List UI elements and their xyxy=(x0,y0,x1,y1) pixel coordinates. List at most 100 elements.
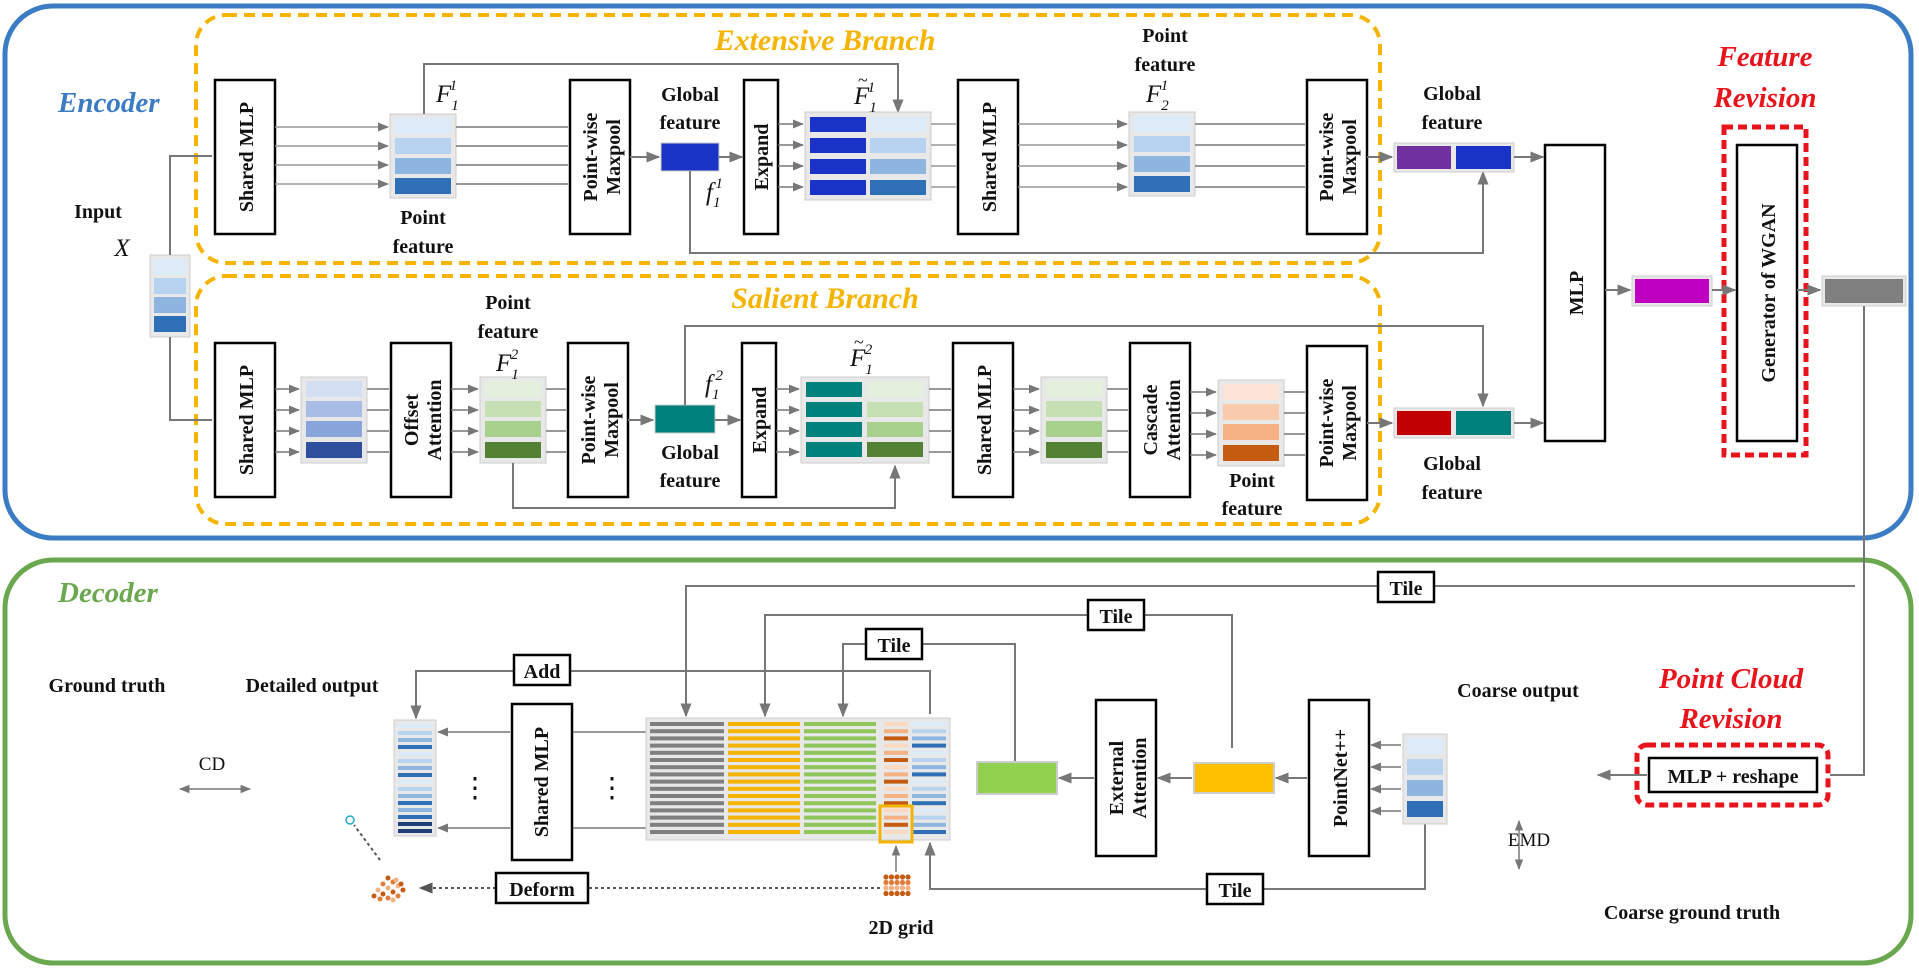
wgan-generator: Generator of WGAN xyxy=(1735,143,1799,443)
input-point-cloud xyxy=(149,254,191,338)
deformed-point xyxy=(400,887,406,893)
svg-text:Expand: Expand xyxy=(751,124,773,191)
svg-text:External: External xyxy=(1106,740,1128,815)
f12-label: f12 xyxy=(705,368,723,403)
salient-concat-feature xyxy=(800,376,930,464)
feature-revision-title-2: Revision xyxy=(1712,82,1816,114)
salient-global-label-2: feature xyxy=(660,470,721,492)
extensive-shared-mlp-1: Shared MLP xyxy=(213,78,277,236)
deformed-point xyxy=(375,887,381,893)
feature-bar xyxy=(650,786,724,791)
salient-global-output xyxy=(1393,407,1515,439)
pointnet-plus-plus: PointNet++ xyxy=(1307,698,1371,858)
decoder-concat-feature xyxy=(645,717,951,841)
svg-text:Generator of WGAN: Generator of WGAN xyxy=(1758,203,1780,383)
salient-expand: Expand xyxy=(740,341,778,499)
grid-point xyxy=(905,890,911,897)
svg-text:Cascade: Cascade xyxy=(1140,384,1162,455)
svg-text:Tile: Tile xyxy=(1100,606,1133,628)
svg-text:Attention: Attention xyxy=(1163,379,1185,460)
encoder-title: Encoder xyxy=(57,87,160,119)
grid-bar xyxy=(884,808,908,813)
feature-bar xyxy=(804,822,876,827)
feature-bar xyxy=(650,765,724,770)
feature-bar xyxy=(650,830,724,834)
feature-bar xyxy=(650,801,724,806)
svg-text:Maxpool: Maxpool xyxy=(603,119,625,195)
extensive-global-feature-f11 xyxy=(660,142,720,172)
svg-text:PointNet++: PointNet++ xyxy=(1330,729,1352,827)
deformed-point xyxy=(377,896,383,902)
grid-bar xyxy=(884,758,908,762)
extensive-global-label-1: Global xyxy=(661,84,719,106)
extensive-concat-feature xyxy=(804,111,932,201)
coarse-bar xyxy=(912,801,946,806)
svg-text:Maxpool: Maxpool xyxy=(1339,385,1361,461)
salient-shared-mlp-1: Shared MLP xyxy=(213,341,277,499)
deform-target-point xyxy=(345,815,355,825)
feature-bar xyxy=(728,822,800,827)
feature-bar xyxy=(650,750,724,755)
extensive-expand: Expand xyxy=(742,78,780,236)
svg-text:Point-wise: Point-wise xyxy=(580,112,602,201)
extensive-point-feature-F11 xyxy=(389,113,457,199)
coarse-output-label: Coarse output xyxy=(1457,680,1579,702)
feature-bar xyxy=(728,794,800,798)
feature-bar xyxy=(650,758,724,762)
pointnet-feature xyxy=(1193,762,1275,794)
salient-global-feature-f12 xyxy=(654,404,716,434)
feature-bar xyxy=(650,736,724,741)
salient-global-out-label-2: feature xyxy=(1422,482,1483,504)
F12-label: F12 xyxy=(495,347,519,383)
coarse-output-feature xyxy=(1402,733,1448,825)
F-tilde-11-label: F11 xyxy=(853,80,876,116)
extensive-point-feature2-label-2: feature xyxy=(1135,54,1196,76)
2d-grid-points xyxy=(883,874,911,897)
feature-bar xyxy=(650,808,724,813)
grid-bar xyxy=(884,779,908,784)
feature-bar xyxy=(650,779,724,784)
external-attention-output xyxy=(976,761,1058,795)
F11-label: F11 xyxy=(435,78,458,114)
svg-text:Point-wise: Point-wise xyxy=(1316,112,1338,201)
salient-branch-box xyxy=(194,274,1382,526)
svg-text:Attention: Attention xyxy=(424,379,446,460)
salient-cascade-attention: Cascade Attention xyxy=(1128,341,1192,499)
grid-point xyxy=(894,874,900,880)
feature-bar xyxy=(804,765,876,770)
salient-point-feature-1 xyxy=(300,376,368,464)
feature-bar xyxy=(728,729,800,734)
feature-bar xyxy=(650,794,724,798)
extensive-shared-mlp-2: Shared MLP xyxy=(956,78,1020,236)
salient-offset-attention: Offset Attention xyxy=(389,341,453,499)
coarse-bar xyxy=(912,736,946,741)
coarse-bar xyxy=(912,779,946,784)
dots-left: ⋮ xyxy=(461,773,489,804)
add-connection xyxy=(410,670,931,720)
feature-bar xyxy=(804,743,876,748)
tile-box-4: Tile xyxy=(1205,872,1265,906)
revised-feature xyxy=(1821,275,1907,307)
grid-point xyxy=(883,885,889,891)
point-cloud-revision-title-1: Point Cloud xyxy=(1658,663,1804,695)
svg-text:Attention: Attention xyxy=(1129,737,1151,818)
salient-point-out-label-2: feature xyxy=(1222,498,1283,520)
coarse-bar xyxy=(912,729,946,734)
F21-label: F21 xyxy=(1145,78,1169,114)
grid-point xyxy=(883,879,889,886)
svg-text:~: ~ xyxy=(854,332,864,352)
salient-point-feature-F12 xyxy=(479,376,547,464)
grid-bar xyxy=(884,830,908,834)
deformed-point xyxy=(390,889,396,895)
coarse-bar xyxy=(912,786,946,791)
grid-bar xyxy=(884,815,908,820)
grid-point xyxy=(905,879,911,886)
grid-point xyxy=(899,874,906,880)
extensive-global-out-label-2: feature xyxy=(1422,112,1483,134)
feature-bar xyxy=(804,786,876,791)
feature-bar xyxy=(728,808,800,813)
svg-text:~: ~ xyxy=(858,70,868,90)
extensive-global-out-label-1: Global xyxy=(1423,83,1481,105)
grid-highlight xyxy=(878,804,914,844)
